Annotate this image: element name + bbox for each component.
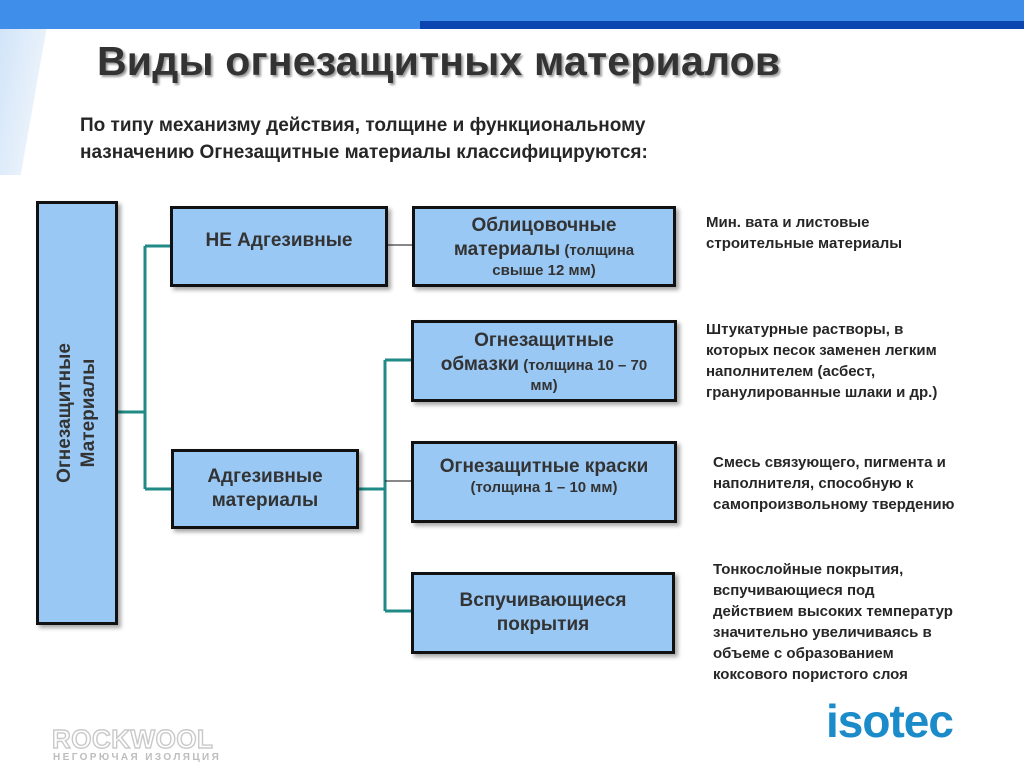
rockwool-tagline: НЕГОРЮЧАЯ ИЗОЛЯЦИЯ [53,752,222,763]
isotec-logo: isotec [826,695,954,747]
note-intumescent: Тонкослойные покрытия, вспучивающиеся по… [713,559,953,685]
connector-adhesive-to-children [359,358,411,613]
note-paints-line: наполнителя, способную к [713,475,914,492]
root-label: Огнезащитные Материалы [53,343,101,483]
note-paints-line: самопроизвольному твердению [713,496,955,513]
paints-line-2: (толщина 1 – 10 мм) [470,478,618,496]
intumescent-line-2: покрытия [496,614,590,635]
header-line [420,21,1024,29]
connector-root-to-level1 [118,244,171,491]
fire-coatings-label: Огнезащитные обмазки (толщина 10 – 70 мм… [441,329,647,394]
fire-coatings-box: Огнезащитные обмазки (толщина 10 – 70 мм… [411,320,677,402]
note-intumescent-line: коксового пористого слоя [713,666,908,683]
non-adhesive-box: НЕ Адгезивные [170,206,388,287]
rockwool-logo: ROCKWOOL НЕГОРЮЧАЯ ИЗОЛЯЦИЯ [51,723,232,764]
coatings-line-2-sub: (толщина 10 – 70 [519,356,648,374]
note-coatings-line: которых песок заменен легким [706,342,937,359]
intumescent-label: Вспучивающиеся покрытия [460,589,627,637]
intumescent-box: Вспучивающиеся покрытия [411,572,675,654]
header-accent-fade [0,0,62,175]
root-label-line-1: Огнезащитные [54,343,76,483]
note-coatings-line: наполнителем (асбест, [706,363,876,380]
subtitle-line-1: По типу механизму действия, толщине и фу… [80,115,646,136]
adhesive-label: Адгезивные материалы [207,465,322,513]
cladding-line-2-main: материалы [453,239,561,260]
slide-title: Виды огнезащитных материалов [97,38,781,84]
intumescent-line-1: Вспучивающиеся [459,590,627,611]
rockwool-wordmark: ROCKWOOL [51,723,214,754]
fire-paints-box: Огнезащитные краски (толщина 1 – 10 мм) [411,441,677,523]
note-coatings-line: Штукатурные растворы, в [706,321,904,338]
note-coatings-line: гранулированные шлаки и др.) [706,384,938,401]
subtitle-line-2: назначению Огнезащитные материалы класси… [80,142,648,163]
note-cladding-line: Мин. вата и листовые [706,214,870,231]
note-intumescent-line: действием высоких температур [713,603,953,620]
cladding-materials-label: Облицовочные материалы (толщина свыше 12… [454,214,634,279]
cladding-materials-box: Облицовочные материалы (толщина свыше 12… [412,206,676,287]
coatings-line-2-main: обмазки [440,353,520,375]
slide-subtitle: По типу механизму действия, толщине и фу… [80,112,800,166]
note-cladding-line: строительные материалы [706,235,903,252]
note-cladding: Мин. вата и листовые строительные матери… [706,212,902,254]
cladding-line-2-sub: (толщина [560,242,635,259]
note-coatings: Штукатурные растворы, в которых песок за… [706,319,937,403]
cladding-line-3: свыше 12 мм) [492,262,596,279]
note-paints-line: Смесь связующего, пигмента и [713,454,946,471]
adhesive-label-line-2: материалы [211,490,319,511]
coatings-line-3: мм) [530,376,558,394]
fire-paints-label: Огнезащитные краски (толщина 1 – 10 мм) [440,455,649,496]
coatings-line-1: Огнезащитные [474,329,614,351]
root-box: Огнезащитные Материалы [36,201,118,625]
root-label-line-2: Материалы [78,358,100,468]
note-intumescent-line: объеме с образованием [713,645,894,662]
non-adhesive-label: НЕ Адгезивные [205,229,353,251]
note-intumescent-line: Тонкослойные покрытия, [713,561,904,578]
cladding-line-1: Облицовочные [471,215,617,236]
note-intumescent-line: значительно увеличиваясь в [713,624,932,641]
note-intumescent-line: вспучивающиеся под [713,582,875,599]
paints-line-1: Огнезащитные краски [439,455,649,477]
adhesive-label-line-1: Адгезивные [207,466,323,487]
adhesive-box: Адгезивные материалы [171,449,359,529]
note-paints: Смесь связующего, пигмента и наполнителя… [713,452,954,515]
